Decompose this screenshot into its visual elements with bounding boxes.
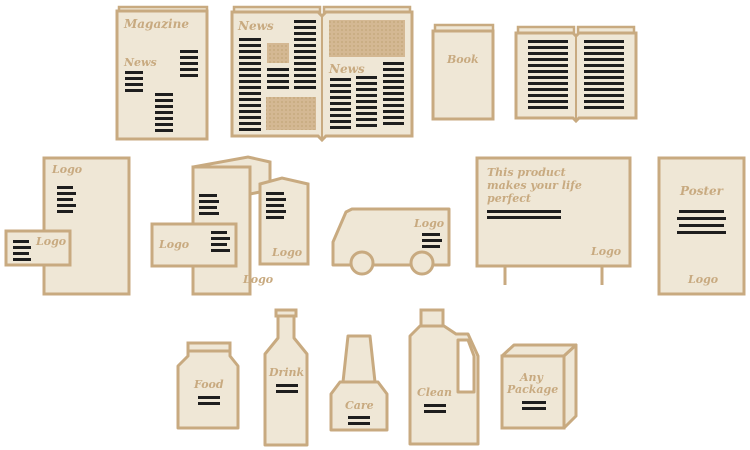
van-text-lines xyxy=(422,233,442,248)
letterhead-text-lines xyxy=(57,186,76,213)
newspaper-photo-small xyxy=(267,43,289,63)
newspaper-news-right: News xyxy=(328,62,365,76)
brochure-card-text-lines xyxy=(211,231,230,252)
poster: Poster Logo xyxy=(657,156,746,296)
newspaper-text-lines xyxy=(239,20,404,131)
business-card-text-lines xyxy=(13,240,31,261)
magazine: Magazine News xyxy=(115,5,209,141)
billboard-line-2: makes your life xyxy=(487,179,582,192)
billboard-logo: Logo xyxy=(590,245,621,258)
jar-text-lines xyxy=(198,396,220,405)
newspaper-news-left: News xyxy=(237,19,274,33)
van-logo: Logo xyxy=(413,217,444,230)
magazine-news: News xyxy=(123,56,157,69)
delivery-van: Logo xyxy=(331,207,451,276)
cleaner-handle xyxy=(456,338,476,394)
magazine-title: Magazine xyxy=(123,17,189,31)
jar-label: Food xyxy=(193,378,224,391)
letterhead-logo: Logo xyxy=(51,163,82,176)
cleaner-label: Clean xyxy=(417,386,452,399)
cleaner-bottle: Clean xyxy=(408,308,480,446)
book-open-text-lines xyxy=(528,40,624,109)
drink-bottle: Drink xyxy=(263,308,309,447)
newspaper: News News xyxy=(230,5,414,143)
book-closed: Book xyxy=(431,23,495,121)
newspaper-photo-right xyxy=(329,20,405,57)
poster-title: Poster xyxy=(679,184,725,198)
care-cap xyxy=(341,334,377,384)
cleaner-cap xyxy=(419,308,445,328)
business-card-logo: Logo xyxy=(35,235,66,248)
care-text-lines xyxy=(348,416,370,425)
poster-text-lines xyxy=(677,210,726,234)
letterhead: Logo xyxy=(42,156,131,296)
brochure-front-text-lines xyxy=(266,192,286,219)
brochure-front-logo: Logo xyxy=(271,246,302,259)
book-title: Book xyxy=(446,53,479,66)
magazine-text-lines xyxy=(125,50,198,132)
brochure-back-text-lines xyxy=(199,194,219,215)
package-label-line-1: Any xyxy=(519,371,545,384)
care-bottle: Care xyxy=(329,334,389,432)
brochure-bottom-logo: Logo xyxy=(242,273,273,286)
bottle-text-lines xyxy=(276,384,298,393)
package-label-line-2: Package xyxy=(506,383,558,396)
billboard: This product makes your life perfect Log… xyxy=(475,156,632,285)
book-open xyxy=(514,25,638,124)
bottle-label: Drink xyxy=(268,366,305,379)
package-text-lines xyxy=(522,401,546,410)
billboard-line-3: perfect xyxy=(487,192,531,205)
brochure-set: Logo Logo Logo xyxy=(150,155,310,296)
care-label: Care xyxy=(345,399,374,412)
poster-logo: Logo xyxy=(687,273,718,286)
billboard-text-lines xyxy=(487,210,561,219)
van-rear-wheel xyxy=(409,250,435,276)
package-box: Any Package xyxy=(500,343,578,430)
business-card: Logo xyxy=(4,229,72,267)
brochure-card-logo: Logo xyxy=(158,238,189,251)
food-jar: Food xyxy=(176,341,240,430)
billboard-line-1: This product xyxy=(487,166,566,179)
cleaner-text-lines xyxy=(424,404,446,413)
van-front-wheel xyxy=(349,250,375,276)
newspaper-photo-left xyxy=(266,97,316,130)
